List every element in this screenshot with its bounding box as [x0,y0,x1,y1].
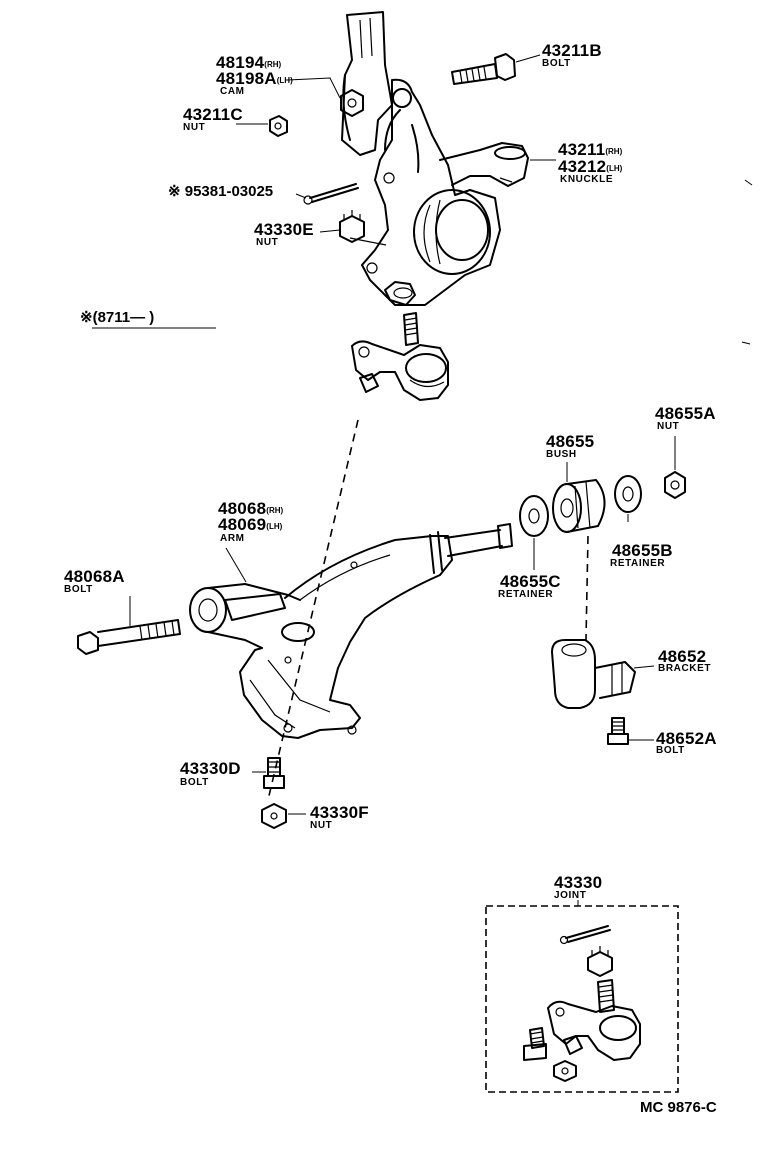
part-number-43330: 43330 [554,873,603,892]
part-number-48652a: 48652A [656,729,717,748]
label-48194: 48194(RH) [216,54,281,72]
part-name-bolt-43211b: BOLT [542,58,571,69]
part-name-nut-43330f: NUT [310,820,333,831]
part-name-knuckle: KNUCKLE [560,174,614,185]
diagram-code: MC 9876-C [640,1099,717,1116]
side-suffix-rh: (RH) [266,506,284,515]
nut-43211c-drawing [269,115,288,137]
part-name-bolt-48068a: BOLT [64,584,93,595]
label-43212: 43212(LH) [558,158,622,176]
bolt-43330d-drawing [263,757,285,789]
part-number-43330e: 43330E [254,220,314,239]
part-name-bracket: BRACKET [658,663,712,674]
side-suffix-rh: (RH) [605,147,623,156]
side-suffix-rh: (RH) [264,60,282,69]
bolt-48652a-drawing [607,717,629,745]
bush-48655-drawing [552,479,606,533]
part-name-bolt-48652a: BOLT [656,745,685,756]
part-name-bush: BUSH [546,449,577,460]
side-suffix-lh: (LH) [606,164,623,173]
side-suffix-lh: (LH) [266,522,283,531]
part-number-95381-03025: ※ 95381-03025 [168,183,274,200]
part-name-cam: CAM [220,86,245,97]
part-number-48655: 48655 [546,432,595,451]
part-number-43211b: 43211B [542,41,602,60]
retainer-48655b-drawing [614,475,642,513]
part-name-nut-48655a: NUT [657,421,680,432]
castle-nut-drawing [339,210,365,243]
assembly-dashed-line [267,419,359,801]
part-number-43330f: 43330F [310,803,369,822]
part-number-48068a: 48068A [64,567,125,586]
part-number-48068: 48068 [218,499,267,518]
ball-joint-drawing [351,312,449,401]
part-number-48655c: 48655C [500,572,561,591]
bracket-48652-drawing [551,639,636,709]
label-48198a: 48198A(LH) [216,70,293,88]
lower-arm-drawing [189,523,513,739]
side-suffix-lh: (LH) [276,76,293,85]
part-name-joint: JOINT [554,890,587,901]
part-name-arm: ARM [220,533,245,544]
cam-nut-drawing [340,89,364,117]
part-number-48655b: 48655B [612,541,673,560]
joint-detail-box [485,900,679,1093]
part-number-43211c: 43211C [183,105,243,124]
part-number-48194: 48194 [216,53,265,72]
part-number-48069: 48069 [218,515,267,534]
part-name-nut-43330e: NUT [256,237,279,248]
cotter-pin-drawing [303,183,359,205]
bolt-48068a-drawing [77,619,181,655]
reference-mark [744,179,753,186]
part-name-retainer-48655b: RETAINER [610,558,666,569]
part-name-retainer-48655c: RETAINER [498,589,554,600]
label-48068: 48068(RH) [218,500,283,518]
bracket-dashed-line [585,535,589,641]
part-number-43211: 43211 [558,140,606,159]
label-43211: 43211(RH) [558,141,622,159]
production-date-note: ※(8711— ) [80,309,155,326]
part-name-bolt-43330d: BOLT [180,777,209,788]
knuckle-drawing [341,11,529,306]
part-number-48655a: 48655A [655,404,716,423]
part-name-nut-43211c: NUT [183,122,206,133]
nut-43330f-drawing [261,803,287,829]
retainer-48655c-drawing [519,495,549,537]
part-number-43330d: 43330D [180,759,241,778]
bolt-43211b-drawing [451,53,516,85]
nut-48655a-drawing [664,471,686,499]
label-48069: 48069(LH) [218,516,282,534]
part-number-48652: 48652 [658,647,707,666]
part-number-43212: 43212 [558,157,607,176]
leader-lines [92,54,676,815]
part-number-48198a: 48198A [216,69,277,88]
reference-mark [741,341,751,345]
